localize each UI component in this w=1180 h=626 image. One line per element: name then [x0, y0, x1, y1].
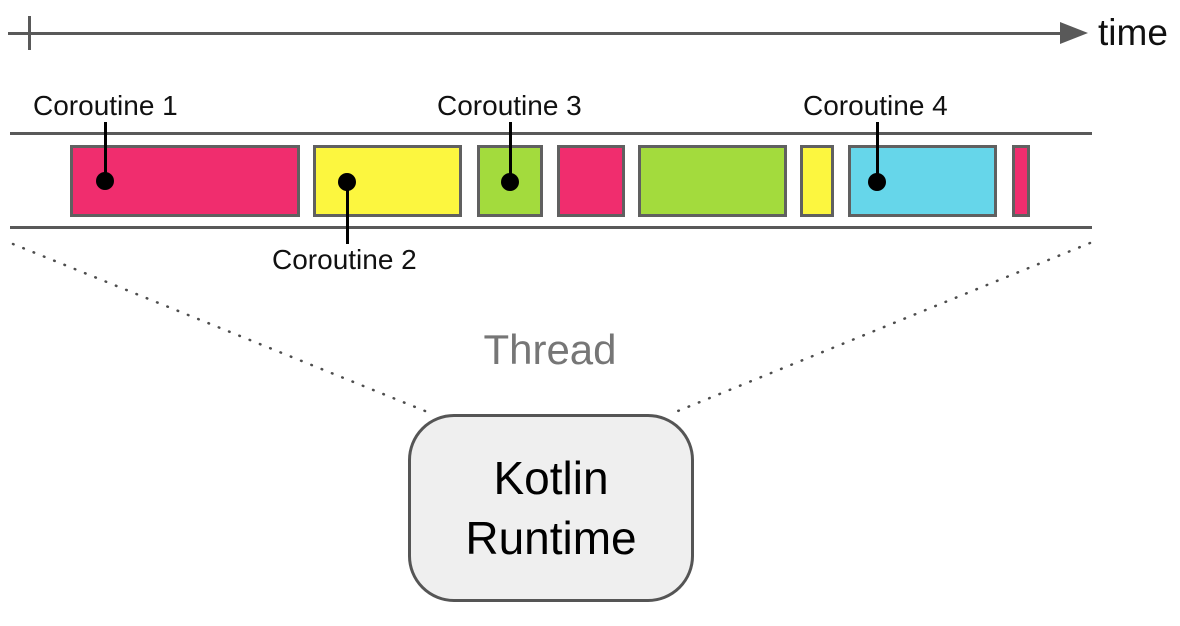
thread-label: Thread: [483, 326, 617, 373]
callout-connector-line: [876, 122, 879, 182]
callout-connector-line: [509, 122, 512, 182]
arrow-right-icon: [1060, 22, 1088, 44]
callout-dot: [96, 172, 114, 190]
kotlin-runtime-box: Kotlin Runtime: [408, 414, 694, 602]
coroutine-block: [313, 145, 462, 217]
coroutine-block: [1012, 145, 1030, 217]
coroutine-label: Coroutine 1: [33, 90, 178, 121]
coroutine-label: Coroutine 2: [272, 244, 417, 275]
coroutine-block: [638, 145, 787, 217]
coroutine-label: Coroutine 4: [803, 90, 948, 121]
coroutine-label: Coroutine 3: [437, 90, 582, 121]
kotlin-runtime-label-line2: Runtime: [465, 512, 637, 564]
callout-dot: [501, 173, 519, 191]
callout-dot: [338, 173, 356, 191]
thread-track-top-line: [10, 132, 1092, 135]
timeline-axis-line: [8, 32, 1062, 35]
timeline-start-tick: [28, 16, 31, 50]
coroutine-block: [557, 145, 625, 217]
time-axis-label: time: [1098, 12, 1168, 53]
callout-connector-line: [104, 122, 107, 181]
kotlin-runtime-label-line1: Kotlin: [493, 452, 609, 504]
callout-dot: [868, 173, 886, 191]
thread-track-bottom-line: [10, 226, 1092, 229]
dotted-line-right: [671, 241, 1092, 415]
kotlin-runtime-label: Kotlin Runtime: [465, 448, 636, 568]
coroutine-block: [800, 145, 834, 217]
callout-connector-line: [346, 182, 349, 244]
